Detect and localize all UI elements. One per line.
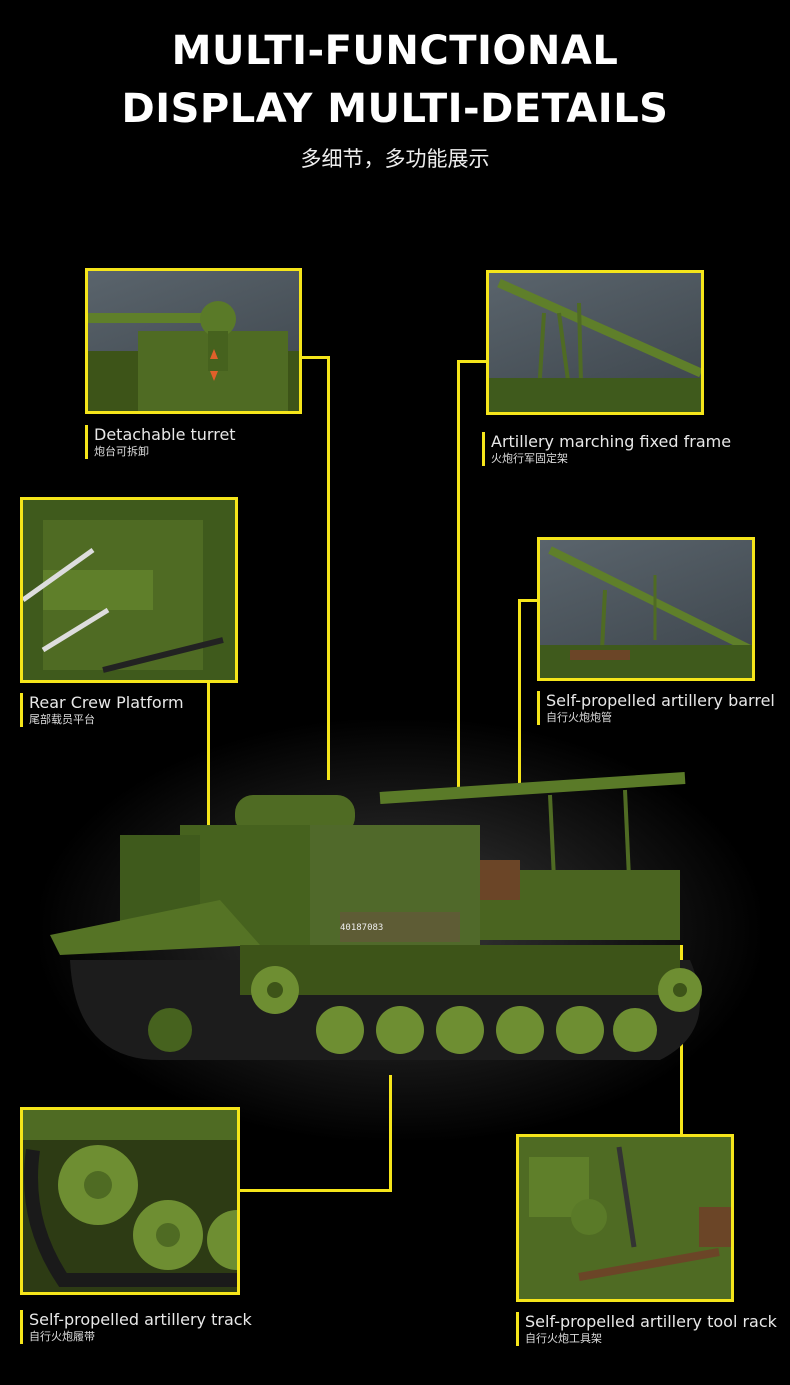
callout-subtitle: 火炮行军固定架 [491,452,568,465]
hull-marking: 40187083 [340,923,383,933]
connector-line [207,683,210,831]
connector-line [389,1075,392,1192]
connector-line [302,356,330,359]
connector-line [240,1189,392,1192]
detail-image-track [20,1107,240,1295]
callout-subtitle: 自行火炮工具架 [525,1332,602,1345]
callout-title: Artillery marching fixed frame [491,432,732,451]
tank-model-image: 40187083 [50,772,702,1060]
connector-line [457,360,460,796]
callout-title: Self-propelled artillery barrel [546,691,775,710]
callout-subtitle: 自行火炮炮管 [546,711,612,724]
subtitle: 多细节，多功能展示 [300,147,490,171]
connector-line [518,599,538,602]
callout-title: Detachable turret [94,425,236,444]
detail-image-turret [85,268,302,414]
title-line-2: DISPLAY MULTI-DETAILS [121,86,669,132]
callout-subtitle: 炮台可拆卸 [94,445,149,458]
connector-line [327,356,330,780]
callout-title: Self-propelled artillery track [29,1310,252,1329]
callout-title: Self-propelled artillery tool rack [525,1312,777,1331]
callout-subtitle: 自行火炮履带 [29,1330,95,1343]
connector-line [518,599,521,791]
detail-image-rear-platform [20,497,238,683]
connector-line [458,360,486,363]
callout-subtitle: 尾部载员平台 [29,713,95,726]
detail-image-fixed-frame [486,270,704,415]
callout-title: Rear Crew Platform [29,693,184,712]
detail-image-barrel [537,537,755,681]
detail-image-tool-rack [516,1134,734,1302]
title-line-1: MULTI-FUNCTIONAL [171,28,619,74]
